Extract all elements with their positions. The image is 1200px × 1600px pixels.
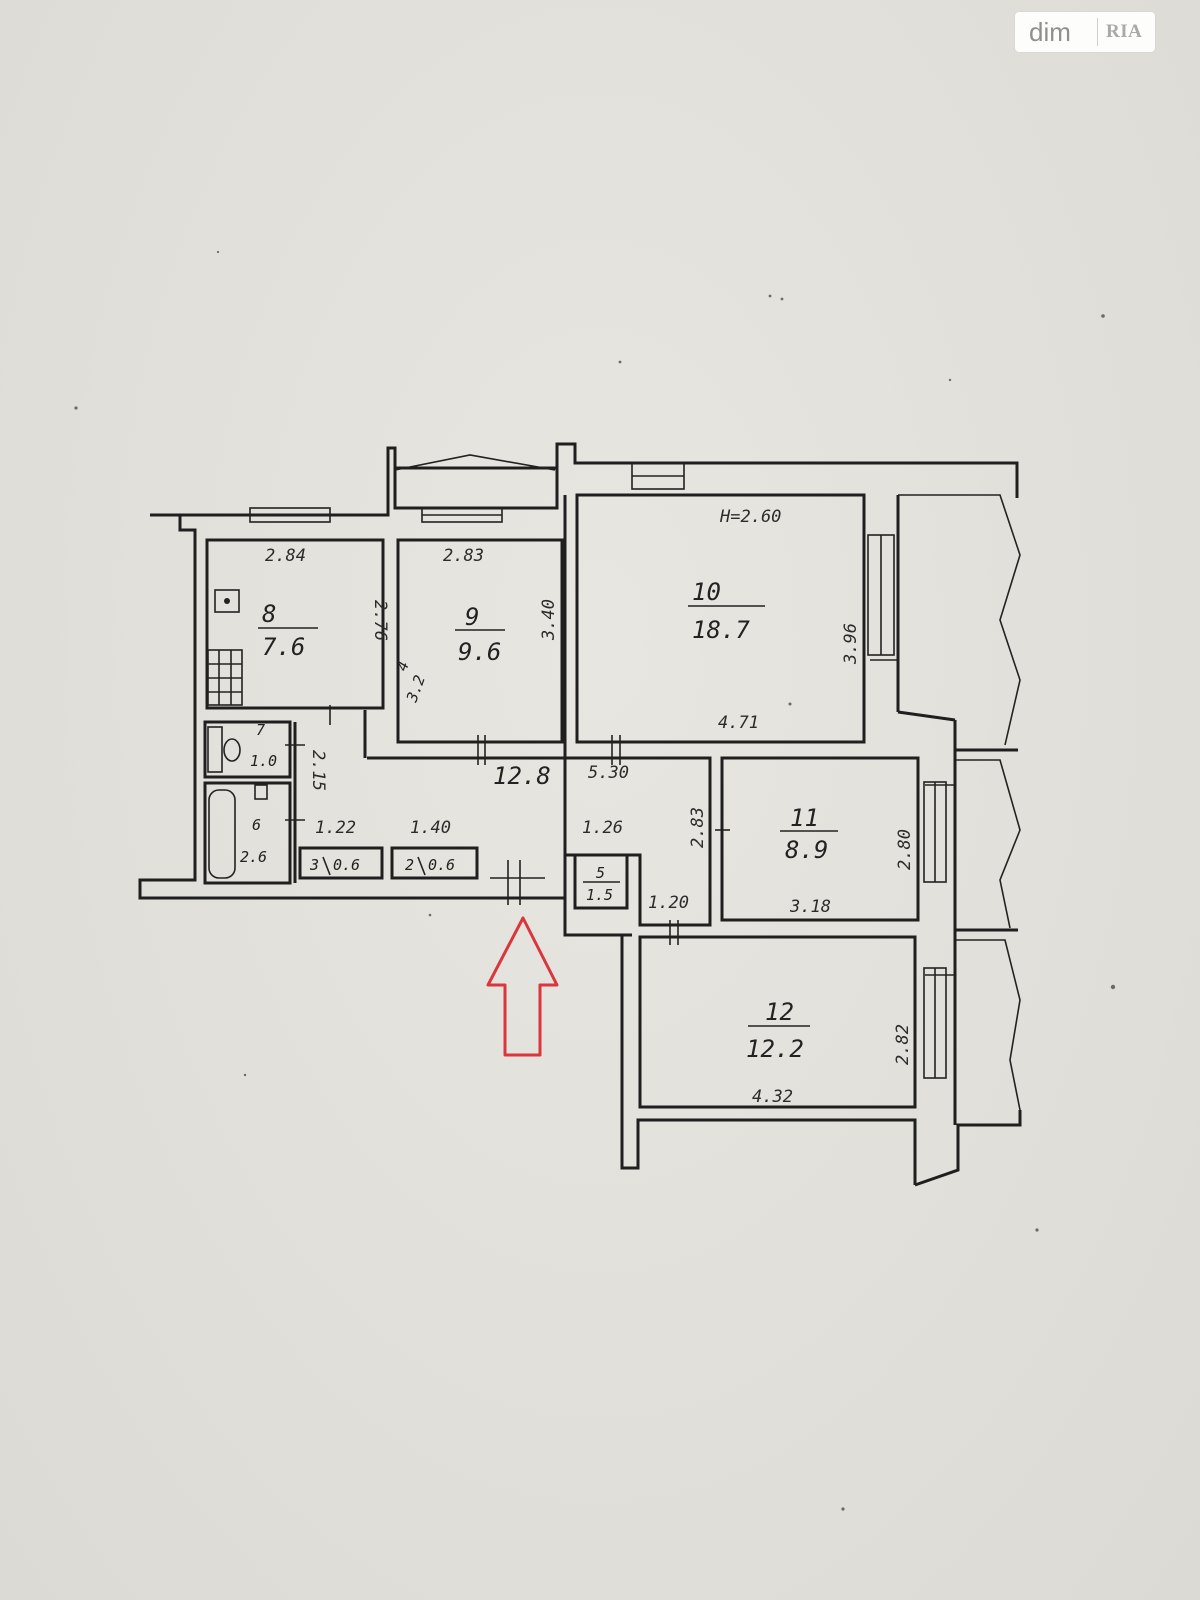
watermark-divider bbox=[1097, 18, 1098, 46]
room-4-number: 4 bbox=[393, 659, 413, 674]
room-10-number: 10 bbox=[692, 578, 721, 606]
room-9-width: 2.83 bbox=[443, 546, 484, 566]
room-10-width: 4.71 bbox=[718, 713, 759, 733]
bathtub-icon bbox=[208, 789, 236, 879]
ceiling-height-label: H=2.60 bbox=[719, 507, 781, 527]
room-9-depth: 3.40 bbox=[539, 599, 559, 641]
room-10-depth: 3.96 bbox=[841, 623, 861, 665]
room-8-width: 2.84 bbox=[265, 546, 306, 566]
wc-tiles-icon bbox=[207, 726, 223, 773]
watermark-ria-text: RIA bbox=[1106, 21, 1143, 42]
watermark-dim-text: dim bbox=[1029, 16, 1071, 47]
storage-5-width: 1.26 bbox=[582, 818, 623, 838]
stove-burner-icon bbox=[224, 598, 230, 604]
closet-2-number: 2 bbox=[405, 856, 414, 874]
room-12-width: 4.32 bbox=[752, 1087, 793, 1107]
room-8-depth: 2.76 bbox=[370, 600, 390, 641]
room-6-area: 2.6 bbox=[240, 848, 267, 866]
hall-length: 5.30 bbox=[588, 763, 629, 783]
room-outlines bbox=[203, 493, 920, 1109]
closet-3-width: 1.22 bbox=[315, 818, 356, 838]
door-marks bbox=[285, 659, 955, 976]
hall-area: 12.8 bbox=[493, 762, 551, 790]
dim-ria-watermark: dim RIA bbox=[1015, 12, 1155, 52]
fixtures bbox=[207, 589, 268, 879]
room-12-area: 12.2 bbox=[746, 1035, 804, 1063]
room-7-area: 1.0 bbox=[250, 752, 277, 770]
room-5-area: 1.5 bbox=[586, 886, 613, 904]
closet-3-number: 3 bbox=[309, 856, 319, 874]
room-11-depth: 2.80 bbox=[895, 829, 915, 870]
outer-walls bbox=[138, 442, 1022, 1187]
stove-icon bbox=[214, 589, 240, 613]
room-9-number: 9 bbox=[465, 603, 479, 631]
room-12-depth: 2.82 bbox=[893, 1024, 913, 1065]
closet-2-width: 1.40 bbox=[410, 818, 451, 838]
room-9-area: 9.6 bbox=[458, 638, 501, 666]
bath-depth: 2.15 bbox=[308, 750, 328, 791]
room-11-number: 11 bbox=[790, 804, 819, 832]
room-5-number: 5 bbox=[596, 864, 605, 882]
room-10-area: 18.7 bbox=[692, 616, 750, 644]
room-6-number: 6 bbox=[252, 816, 261, 834]
room-7-number: 7 bbox=[256, 721, 265, 739]
room-8-area: 7.6 bbox=[262, 633, 305, 661]
room-11-area: 8.9 bbox=[785, 836, 828, 864]
windows bbox=[249, 462, 947, 1079]
entrance-arrow-icon bbox=[486, 916, 559, 1057]
room-4-area: 3.2 bbox=[403, 673, 430, 706]
sink-icon bbox=[254, 784, 268, 800]
closet-2-area: 0.6 bbox=[428, 856, 455, 874]
room-12-number: 12 bbox=[765, 998, 794, 1026]
toilet-icon bbox=[223, 738, 241, 762]
closet-3-area: 0.6 bbox=[333, 856, 360, 874]
room-8-number: 8 bbox=[262, 600, 276, 628]
room-11-width: 3.18 bbox=[789, 897, 831, 917]
storage-5-door: 1.20 bbox=[648, 893, 689, 913]
paper-specks bbox=[74, 250, 1116, 1511]
hall-depth: 2.83 bbox=[688, 807, 708, 848]
